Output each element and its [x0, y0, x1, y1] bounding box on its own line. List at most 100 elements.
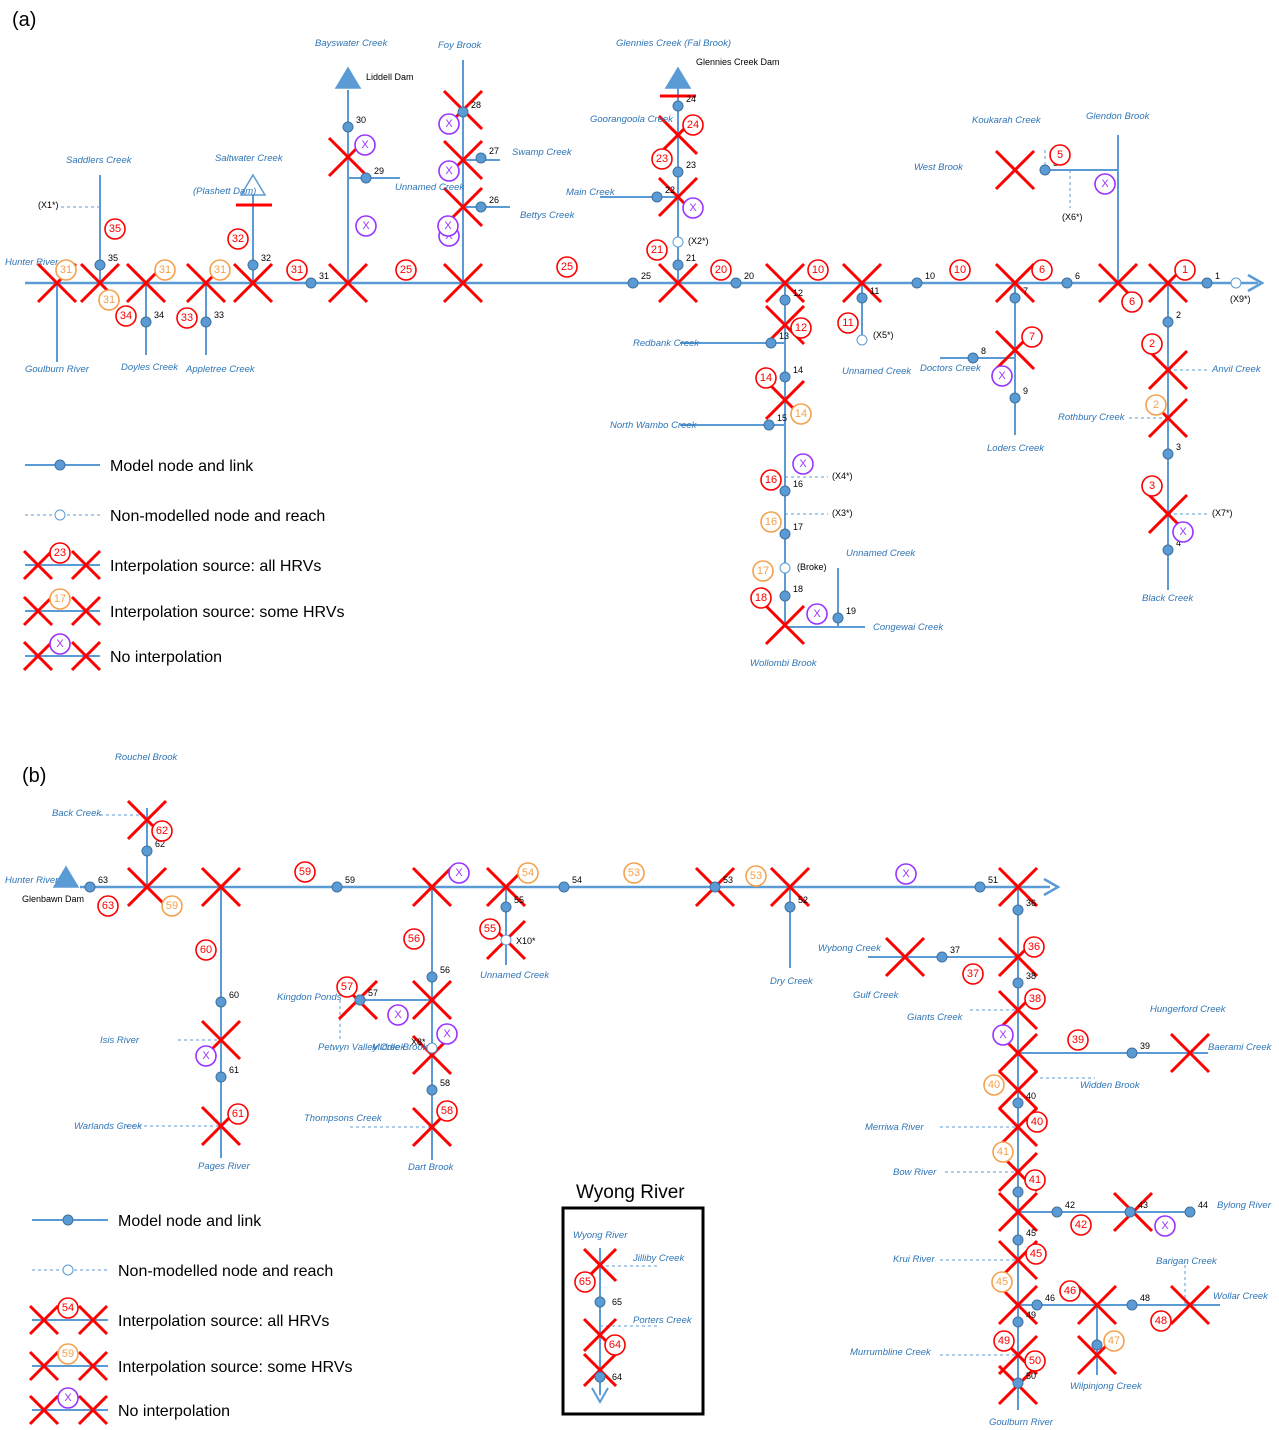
interpolation-cross-icon: [997, 866, 1039, 908]
interpolation-cross-icon: [70, 549, 102, 581]
cross-stroke: [769, 866, 811, 908]
node-number: 56: [440, 965, 450, 975]
badge-label: X: [455, 867, 463, 879]
dam-triangle-icon: [664, 66, 692, 89]
interpolation-badge: [176, 307, 198, 329]
badge-label: X: [902, 868, 910, 880]
cross-stroke: [1097, 262, 1139, 304]
waterway-label: Doctors Creek: [920, 363, 982, 374]
model-node: [1012, 977, 1024, 989]
dam-triangle-icon: [239, 173, 267, 196]
non-modelled-node: [500, 934, 512, 946]
flow-arrow-icon: [591, 1387, 609, 1405]
interpolation-cross-icon: [28, 1304, 60, 1336]
node-number: 31: [319, 271, 329, 281]
interpolation-badge: [294, 861, 316, 883]
waterway-label: Merriwa River: [865, 1122, 924, 1133]
interpolation-cross-icon: [994, 262, 1036, 304]
interpolation-badge: [682, 114, 704, 136]
model-node: [1012, 1097, 1024, 1109]
non-modelled-node: [62, 1264, 74, 1276]
interpolation-cross-icon: [70, 595, 102, 627]
cross-stroke: [232, 262, 274, 304]
node-number: 55: [514, 895, 524, 905]
node-number: 10: [925, 271, 935, 281]
node-number: 63: [98, 875, 108, 885]
node-number: 27: [489, 146, 499, 156]
legend-entry: Interpolation source: all HRVs: [110, 558, 321, 575]
legend-entry: Model node and link: [110, 458, 254, 475]
node-number: 28: [471, 100, 481, 110]
node-number: 32: [261, 253, 271, 263]
model-node: [141, 845, 153, 857]
node-number: 8: [981, 346, 986, 356]
interpolation-badge: [1023, 936, 1045, 958]
waterway-label: Loders Creek: [987, 443, 1045, 454]
badge-label: 31: [291, 264, 303, 276]
waterway-label: Thompsons Creek: [304, 1113, 383, 1124]
node-number: 2: [1176, 310, 1181, 320]
waterway-label: Doyles Creek: [121, 362, 179, 373]
non-modelled-node: [54, 509, 66, 521]
model-node: [1012, 904, 1024, 916]
interpolation-cross-icon: [764, 262, 806, 304]
node-number: 57: [368, 988, 378, 998]
non-modelled-node: [779, 562, 791, 574]
badge-label: 48: [1155, 1315, 1167, 1327]
waterway-label: X10*: [516, 936, 536, 946]
badge-label: 39: [1072, 1034, 1084, 1046]
interpolation-badge: [806, 603, 828, 625]
cross-stroke: [70, 640, 102, 672]
node-number: 13: [779, 331, 789, 341]
badge-label: X: [362, 220, 370, 232]
model-node: [354, 994, 366, 1006]
model-node: [709, 881, 721, 893]
model-node: [730, 277, 742, 289]
interpolation-badge: [710, 259, 732, 281]
waterway-label: Bettys Creek: [520, 210, 576, 221]
model-node: [779, 590, 791, 602]
legend-entry: No interpolation: [110, 649, 222, 666]
interpolation-badge: [354, 134, 376, 156]
interpolation-badge: [604, 1334, 626, 1356]
interpolation-badge: [651, 148, 673, 170]
waterway-label: Redbank Creek: [633, 338, 700, 349]
waterway-label: Warlands Creek: [74, 1121, 143, 1132]
interpolation-cross-icon: [442, 262, 484, 304]
interpolation-badge: [760, 469, 782, 491]
model-node: [475, 152, 487, 164]
interpolation-badge: [448, 862, 470, 884]
waterway-label: Porters Creek: [633, 1315, 693, 1326]
cross-stroke: [411, 979, 453, 1021]
model-node: [594, 1371, 606, 1383]
badge-label: 18: [755, 592, 767, 604]
interpolation-badge: [227, 1103, 249, 1125]
waterway-label: Hunter River: [5, 257, 59, 268]
cross-stroke: [77, 1394, 109, 1426]
node-number: 44: [1198, 1200, 1208, 1210]
interpolation-badge: [646, 239, 668, 261]
interpolation-badge: [962, 963, 984, 985]
interpolation-badge: [837, 312, 859, 334]
badge-label: 16: [765, 516, 777, 528]
interpolation-badge: [750, 587, 772, 609]
model-node: [1012, 1316, 1024, 1328]
interpolation-cross-icon: [411, 979, 453, 1021]
node-number: 64: [612, 1372, 622, 1382]
waterway-label: X8*: [411, 1037, 426, 1047]
node-number: 26: [489, 195, 499, 205]
interpolation-badge-some: [1145, 394, 1167, 416]
model-node: [1124, 1206, 1136, 1218]
node-number: 45: [1026, 1228, 1036, 1238]
node-number: 9: [1023, 386, 1028, 396]
legend-entry: Interpolation source: some HRVs: [110, 604, 344, 621]
cross-stroke: [22, 549, 54, 581]
node-number: 38: [1026, 971, 1036, 981]
flow-arrow-icon: [1043, 877, 1061, 897]
cross-stroke: [657, 262, 699, 304]
interpolation-cross-icon: [994, 149, 1036, 191]
badge-label: X: [999, 1029, 1007, 1041]
interpolation-badge-some: [992, 1141, 1014, 1163]
interpolation-badge-some: [790, 403, 812, 425]
cross-stroke: [126, 866, 168, 908]
